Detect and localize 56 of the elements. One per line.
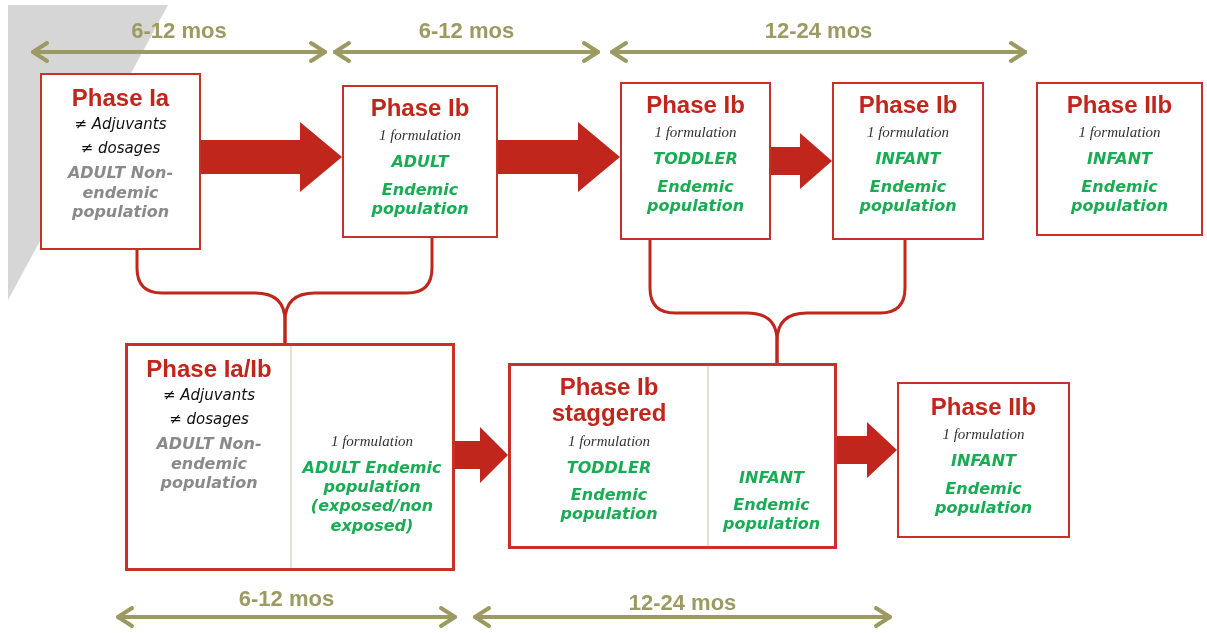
population-text: ADULT xyxy=(391,152,449,172)
block-arrow xyxy=(201,122,342,192)
phase-box xyxy=(40,73,201,250)
population-text: ADULT Non-endemic population xyxy=(154,434,263,492)
population-text: INFANT xyxy=(739,468,804,488)
phase-title: Phase Ib xyxy=(646,92,745,119)
variation-text: ≠ dosages xyxy=(169,410,249,429)
variation-text: ≠ Adjuvants xyxy=(162,386,256,405)
block-arrow xyxy=(498,122,620,192)
phase-box xyxy=(897,382,1070,538)
duration-label: 12-24 mos xyxy=(764,18,873,44)
block-arrow xyxy=(455,427,508,483)
duration-label: 6-12 mos xyxy=(238,586,335,612)
population-text: ADULT Non-endemic population xyxy=(66,163,175,221)
phase-box xyxy=(508,363,837,549)
population-text: Endemic population xyxy=(559,484,659,524)
formulation-text: 1 formulation xyxy=(378,127,462,145)
formulation-text: 1 formulation xyxy=(654,124,737,142)
population-text: TODDLER xyxy=(653,149,738,169)
population-text: INFANT xyxy=(951,451,1016,471)
duration-label: 6-12 mos xyxy=(418,18,515,44)
phase-box xyxy=(832,82,984,240)
population-text: ADULT Endemic population (exposed/non exposed) xyxy=(300,458,443,535)
phase-title: Phase IIb xyxy=(1066,92,1173,119)
formulation-text: 1 formulation xyxy=(330,433,414,450)
formulation-text: 1 formulation xyxy=(942,426,1025,444)
phase-title: Phase IIb xyxy=(930,394,1037,421)
population-text: Endemic population xyxy=(1069,176,1170,215)
phase-box xyxy=(342,85,498,238)
population-text: Endemic population xyxy=(721,495,822,534)
duration-label: 6-12 mos xyxy=(131,18,227,44)
phase-title: Phase Ib staggered xyxy=(550,374,668,427)
population-text: Endemic population xyxy=(933,478,1034,517)
phase-title: Phase Ia xyxy=(71,85,170,112)
variation-text: ≠ dosages xyxy=(80,139,161,158)
population-text: TODDLER xyxy=(566,457,652,477)
phase-title: Phase Ia/Ib xyxy=(146,356,272,383)
phase-box xyxy=(1036,82,1203,236)
phase-title: Phase Ib xyxy=(858,92,958,119)
formulation-text: 1 formulation xyxy=(567,432,651,450)
bracket-connector xyxy=(775,240,907,363)
population-text: INFANT xyxy=(875,149,941,169)
block-arrow xyxy=(837,422,897,478)
population-text: Endemic population xyxy=(370,179,470,218)
population-text: INFANT xyxy=(1087,149,1152,169)
variation-text: ≠ Adjuvants xyxy=(74,115,167,134)
population-text: Endemic population xyxy=(645,176,746,215)
population-text: Endemic population xyxy=(858,176,958,215)
duration-label: 12-24 mos xyxy=(628,590,737,616)
formulation-text: 1 formulation xyxy=(1078,124,1161,142)
bracket-connector xyxy=(283,238,434,343)
phase-box xyxy=(620,82,771,240)
block-arrow xyxy=(771,133,832,189)
phase-box xyxy=(125,343,455,571)
formulation-text: 1 formulation xyxy=(866,124,950,142)
phase-title: Phase Ib xyxy=(370,95,470,122)
